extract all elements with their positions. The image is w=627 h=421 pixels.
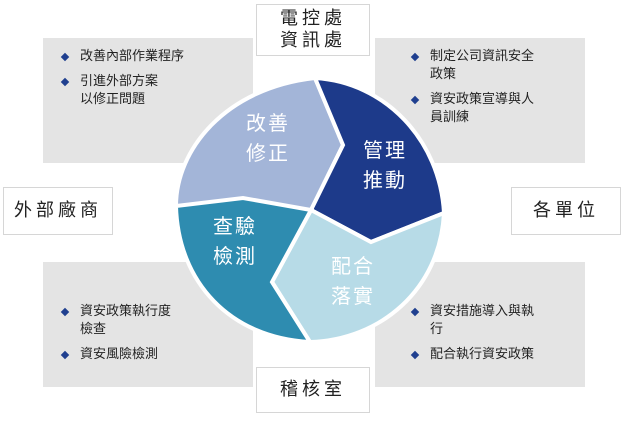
list-item-text: 資安風險檢測	[80, 347, 159, 362]
segment-improve-label-2: 修正	[246, 141, 290, 165]
list-item: 引進外部方案 以修正問題	[60, 73, 250, 109]
list-item: 改善內部作業程序	[60, 48, 250, 66]
list-item-text: 資安措施導入與執 行	[430, 304, 535, 337]
cooperate-actions-list: 資安措施導入與執 行配合執行資安政策	[410, 303, 580, 371]
segment-inspect	[173, 195, 315, 345]
org-tag-bottom: 稽核室	[256, 367, 370, 413]
list-item-text: 制定公司資訊安全 政策	[430, 49, 535, 82]
segment-inspect-label-1: 查驗	[213, 214, 257, 238]
org-tag-right: 各單位	[511, 187, 621, 235]
segment-improve-label-1: 改善	[246, 111, 290, 135]
inspect-actions-list: 資安政策執行度 檢查資安風險檢測	[60, 303, 250, 371]
org-tag-left: 外部廠商	[3, 187, 113, 235]
segment-manage-label-2: 推動	[363, 168, 407, 192]
org-tag-top: 電控處 資訊處	[256, 4, 370, 56]
org-tag-top-text: 電控處 資訊處	[280, 8, 346, 51]
list-item-text: 資安政策執行度 檢查	[80, 304, 172, 337]
list-item-text: 引進外部方案 以修正問題	[80, 74, 159, 107]
list-item-text: 資安政策宣導與人 員訓練	[430, 92, 535, 125]
org-tag-left-text: 外部廠商	[14, 200, 102, 221]
segment-manage-label-1: 管理	[363, 138, 407, 162]
list-item-text: 配合執行資安政策	[430, 347, 535, 362]
list-item: 配合執行資安政策	[410, 346, 580, 364]
list-item-text: 改善內部作業程序	[80, 49, 185, 64]
list-item: 資安措施導入與執 行	[410, 303, 580, 339]
list-item: 資安風險檢測	[60, 346, 250, 364]
segment-cooperate-label-2: 落實	[331, 284, 375, 308]
manage-actions-list: 制定公司資訊安全 政策資安政策宣導與人 員訓練	[410, 48, 580, 134]
org-tag-right-text: 各單位	[533, 200, 599, 221]
improve-actions-list: 改善內部作業程序引進外部方案 以修正問題	[60, 48, 250, 116]
list-item: 制定公司資訊安全 政策	[410, 48, 580, 84]
list-item: 資安政策執行度 檢查	[60, 303, 250, 339]
org-tag-bottom-text: 稽核室	[280, 379, 346, 400]
list-item: 資安政策宣導與人 員訓練	[410, 91, 580, 127]
segment-cooperate-label-1: 配合	[331, 254, 375, 278]
segment-inspect-label-2: 檢測	[213, 244, 257, 268]
